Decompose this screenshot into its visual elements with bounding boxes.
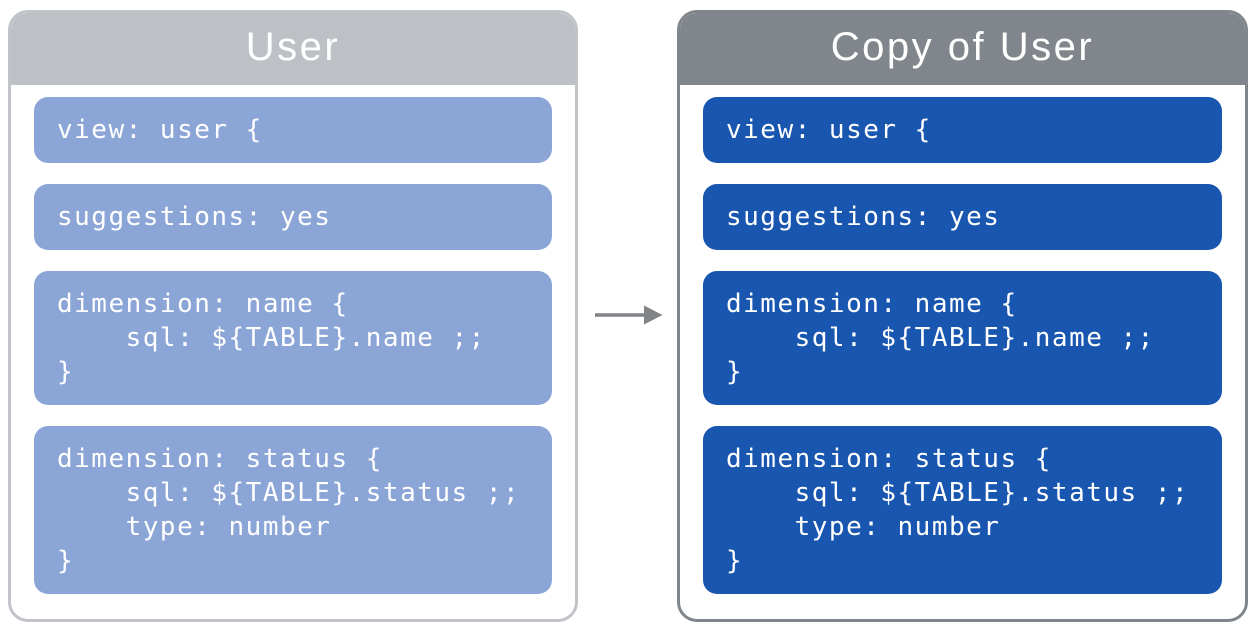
code-block-suggestions: suggestions: yes (34, 184, 552, 250)
code-block-dimension-name: dimension: name { sql: ${TABLE}.name ;; … (703, 271, 1222, 405)
user-panel-header: User (11, 13, 575, 85)
copy-of-user-panel-title: Copy of User (830, 25, 1095, 69)
copy-of-user-panel-header: Copy of User (680, 13, 1245, 85)
code-line: dimension: status { (57, 444, 383, 474)
code-line: suggestions: yes (57, 202, 332, 232)
code-block-dimension-name: dimension: name { sql: ${TABLE}.name ;; … (34, 271, 552, 405)
code-block-dimension-status: dimension: status { sql: ${TABLE}.status… (703, 426, 1222, 594)
code-line: dimension: name { (57, 289, 349, 319)
code-line: } (57, 546, 75, 576)
user-panel: User view: user { suggestions: yes dimen… (8, 10, 578, 622)
code-line: suggestions: yes (726, 202, 1001, 232)
code-block-view: view: user { (703, 97, 1222, 163)
code-line: type: number (57, 512, 332, 542)
code-line: } (726, 546, 744, 576)
right-arrow-icon (594, 302, 664, 328)
copy-of-user-panel-body: view: user { suggestions: yes dimension:… (680, 85, 1245, 614)
code-line: sql: ${TABLE}.status ;; (57, 478, 521, 508)
code-line: dimension: name { (726, 289, 1018, 319)
code-line: sql: ${TABLE}.name ;; (57, 323, 486, 353)
code-block-dimension-status: dimension: status { sql: ${TABLE}.status… (34, 426, 552, 594)
code-block-view: view: user { (34, 97, 552, 163)
code-line: dimension: status { (726, 444, 1052, 474)
code-line: sql: ${TABLE}.status ;; (726, 478, 1190, 508)
code-line: view: user { (57, 115, 263, 145)
code-line: } (57, 357, 75, 387)
user-panel-body: view: user { suggestions: yes dimension:… (11, 85, 575, 614)
code-line: } (726, 357, 744, 387)
code-line: sql: ${TABLE}.name ;; (726, 323, 1155, 353)
copy-of-user-panel: Copy of User view: user { suggestions: y… (677, 10, 1248, 622)
code-line: type: number (726, 512, 1001, 542)
code-line: view: user { (726, 115, 932, 145)
user-panel-title: User (245, 25, 341, 69)
code-block-suggestions: suggestions: yes (703, 184, 1222, 250)
